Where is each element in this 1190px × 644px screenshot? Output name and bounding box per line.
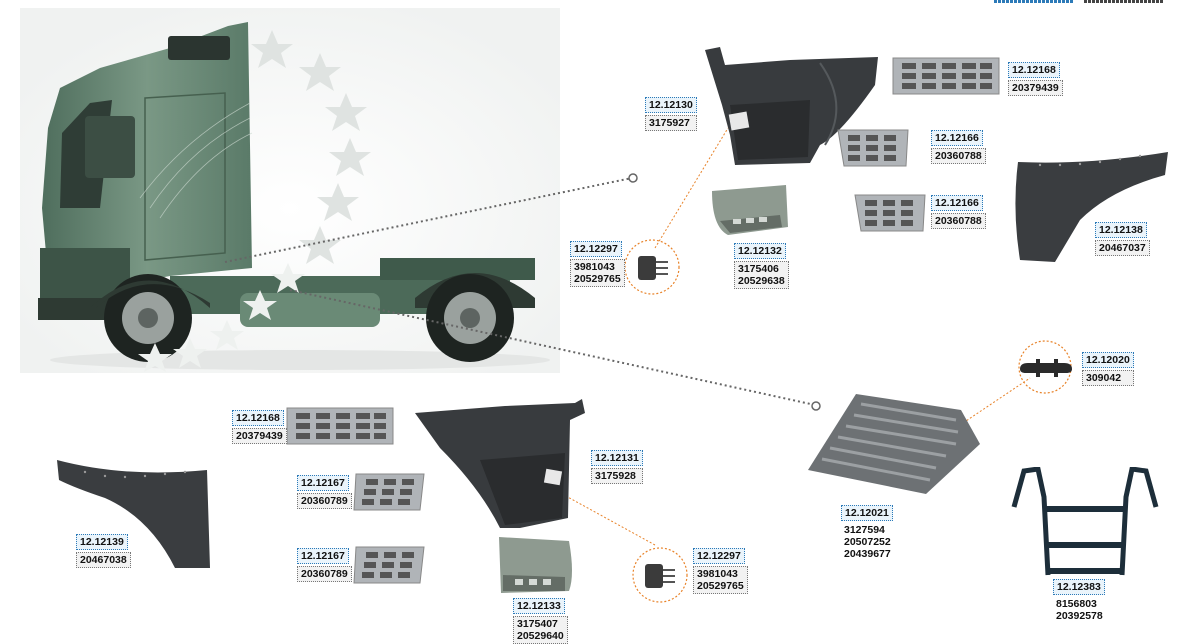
oem-number: 20529765	[697, 580, 744, 592]
part-ref: 12.12020	[1082, 352, 1134, 368]
step-plate-small-2	[854, 194, 926, 232]
oem-number: 20392578	[1056, 610, 1103, 622]
part-ref: 12.12132	[734, 243, 786, 259]
mudguard-extension-left	[57, 460, 210, 568]
step-plate-small-4	[353, 546, 425, 584]
part-ref: 12.12297	[693, 548, 745, 564]
part-ref: 12.12167	[297, 475, 349, 491]
part-label: 12.12167 20360789	[297, 475, 352, 509]
step-housing-left	[415, 399, 585, 528]
oem-number: 3981043	[697, 568, 738, 580]
part-label: 12.12168 20379439	[232, 410, 287, 444]
oem-number: 3981043	[574, 261, 615, 273]
part-ref: 12.12166	[931, 130, 983, 146]
part-ref: 12.12166	[931, 195, 983, 211]
mudguard-extension-right	[1015, 152, 1168, 262]
part-ref: 12.12168	[232, 410, 284, 426]
part-ref: 12.12131	[591, 450, 643, 466]
part-label: 12.12166 20360788	[931, 130, 986, 164]
part-label: 12.12020 309042	[1082, 352, 1134, 386]
oem-number: 20467037	[1099, 242, 1146, 254]
oem-number: 20379439	[236, 430, 283, 442]
access-ladder	[1011, 467, 1159, 576]
connector-bottom	[645, 564, 675, 588]
top-bar-blue	[994, 0, 1074, 3]
oem-numbers: 3175927	[645, 115, 697, 131]
step-cover	[808, 394, 980, 494]
oem-number: 309042	[1086, 372, 1122, 384]
part-ref: 12.12139	[76, 534, 128, 550]
part-ref: 12.12383	[1053, 579, 1105, 595]
oem-number: 20467038	[80, 554, 127, 566]
oem-number: 20379439	[1012, 82, 1059, 94]
part-ref: 12.12130	[645, 97, 697, 113]
oem-numbers: 20379439	[1008, 80, 1063, 96]
part-ref: 12.12138	[1095, 222, 1147, 238]
oem-number: 20360788	[935, 215, 982, 227]
part-ref: 12.12021	[841, 505, 893, 521]
step-plate-large-top	[892, 57, 1000, 95]
part-label: 12.12138 20467037	[1095, 222, 1150, 256]
oem-number: 20360788	[935, 150, 982, 162]
part-label: 12.12139 20467038	[76, 534, 131, 568]
connector-top	[638, 256, 668, 280]
handle-part	[1020, 359, 1072, 377]
part-ref: 12.12168	[1008, 62, 1060, 78]
oem-numbers: 20379439	[232, 428, 287, 444]
oem-number: 3127594	[844, 524, 885, 536]
part-ref: 12.12133	[513, 598, 565, 614]
oem-number: 20360789	[301, 568, 348, 580]
step-plate-small-3	[353, 473, 425, 511]
oem-number: 3175406	[738, 263, 779, 275]
oem-numbers: 20360788	[931, 148, 986, 164]
step-plate-large-bottom	[286, 407, 394, 445]
part-label: 12.12168 20379439	[1008, 62, 1063, 96]
oem-numbers: 20360789	[297, 493, 352, 509]
part-label: 12.12131 3175928	[591, 450, 643, 484]
front-wheel	[104, 274, 192, 362]
oem-numbers: 20360789	[297, 566, 352, 582]
part-ref: 12.12167	[297, 548, 349, 564]
oem-number: 8156803	[1056, 598, 1097, 610]
oem-number: 3175928	[595, 470, 636, 482]
oem-number: 20360789	[301, 495, 348, 507]
oem-number: 20507252	[844, 536, 891, 548]
part-label: 12.12130 3175927	[645, 97, 697, 131]
part-ref: 12.12297	[570, 241, 622, 257]
oem-number: 3175407	[517, 618, 558, 630]
oem-numbers: 309042	[1082, 370, 1134, 386]
oem-numbers: 20467038	[76, 552, 131, 568]
top-bar-grey	[1084, 0, 1164, 3]
oem-numbers: 20360788	[931, 213, 986, 229]
step-housing-right	[705, 47, 878, 165]
oem-number: 3175927	[649, 117, 690, 129]
part-label: 12.12166 20360788	[931, 195, 986, 229]
oem-number: 20529640	[517, 630, 564, 642]
oem-numbers: 20467037	[1095, 240, 1150, 256]
oem-number: 20529638	[738, 275, 785, 287]
step-tray-right	[712, 185, 788, 235]
oem-numbers: 3175928	[591, 468, 643, 484]
truck-illustration	[20, 8, 560, 373]
part-label: 12.12167 20360789	[297, 548, 352, 582]
step-plate-small-1	[837, 129, 909, 167]
oem-number: 20529765	[574, 273, 621, 285]
step-tray-left	[499, 537, 572, 593]
oem-number: 20439677	[844, 548, 891, 560]
